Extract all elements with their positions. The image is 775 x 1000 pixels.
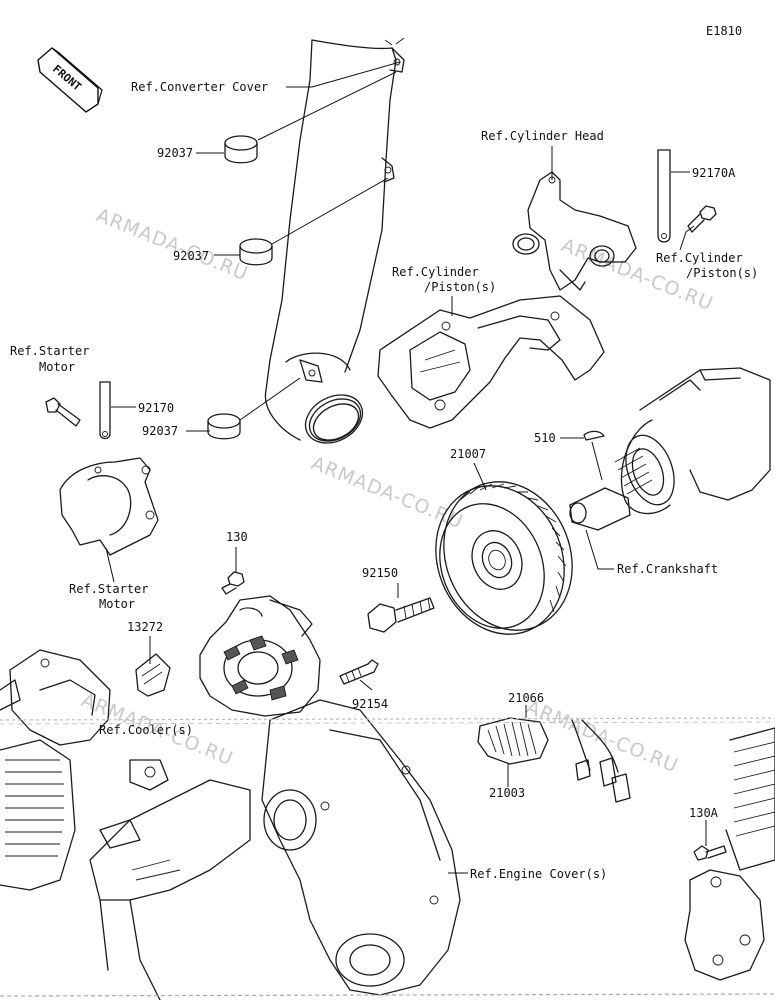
label-21066: 21066 (508, 691, 544, 705)
woodruff-key-510 (583, 430, 605, 441)
crankshaft (569, 367, 771, 531)
bolt-92154 (339, 659, 379, 685)
bolt-130 (221, 571, 245, 595)
label-21003: 21003 (489, 786, 525, 800)
label-13272: 13272 (127, 620, 163, 634)
bracket-13272 (135, 653, 171, 697)
stator-assembly (199, 595, 321, 717)
label-ref-crankshaft: Ref.Crankshaft (617, 562, 718, 576)
bolt-starter (45, 397, 81, 427)
wire-harness-21066 (571, 719, 631, 803)
label-ref-engine-covers: Ref.Engine Cover(s) (470, 867, 607, 881)
label-ref-starter-top-1: Ref.Starter (10, 344, 89, 358)
flywheel-teeth (459, 483, 567, 613)
label-510: 510 (534, 431, 556, 445)
bolt-130A (693, 845, 727, 861)
cylinder-piston-cover (377, 295, 605, 429)
label-92150: 92150 (362, 566, 398, 580)
label-ref-cylinder-mid-2: /Piston(s) (424, 280, 496, 294)
cooler-fins (0, 739, 76, 891)
ring-92037-low (207, 413, 241, 440)
starter-motor (59, 457, 159, 556)
label-92037-low: 92037 (142, 424, 178, 438)
watermark-text: ARMADA-CO.RU (308, 452, 466, 533)
part-labels: Ref.Converter Cover 92037 92037 92037 Re… (10, 80, 758, 881)
converter-cover-duct (264, 37, 405, 444)
label-130: 130 (226, 530, 248, 544)
ring-92037-mid (239, 238, 273, 266)
strap-92170 (99, 381, 111, 440)
label-21007: 21007 (450, 447, 486, 461)
diagram-code: E1810 (706, 24, 742, 38)
stator-21003 (477, 717, 549, 765)
label-ref-converter-cover: Ref.Converter Cover (131, 80, 268, 94)
ring-92037-top (224, 135, 258, 164)
bolt-92150 (367, 597, 435, 633)
label-ref-cylinder-right-1: Ref.Cylinder (656, 251, 743, 265)
bolt-cylinder-right (687, 205, 717, 233)
flywheel-21007 (435, 481, 573, 635)
label-92170: 92170 (138, 401, 174, 415)
cooler-frame (89, 759, 251, 1000)
label-ref-cylinder-right-2: /Piston(s) (686, 266, 758, 280)
leader-lines (105, 61, 707, 874)
label-ref-cylinder-head: Ref.Cylinder Head (481, 129, 604, 143)
cylinder-fins-right (725, 727, 775, 871)
label-92037-top: 92037 (157, 146, 193, 160)
stator-coils (223, 635, 299, 701)
label-92170A: 92170A (692, 166, 736, 180)
label-ref-starter-top-2: Motor (39, 360, 75, 374)
watermark-text: ARMADA-CO.RU (93, 204, 251, 285)
label-92037-mid: 92037 (173, 249, 209, 263)
label-ref-starter-bot-1: Ref.Starter (69, 582, 148, 596)
engine-cover (261, 699, 461, 996)
label-130A: 130A (689, 806, 719, 820)
crank-gear-teeth (614, 447, 653, 495)
strap-92170A (657, 149, 671, 243)
scan-artifact (0, 717, 775, 997)
label-ref-cylinder-mid-1: Ref.Cylinder (392, 265, 479, 279)
cylinder-head-intake (512, 171, 637, 291)
engine-mount-right (684, 869, 765, 981)
label-ref-starter-bot-2: Motor (99, 597, 135, 611)
watermark-layer: ARMADA-CO.RU ARMADA-CO.RU ARMADA-CO.RU A… (78, 204, 716, 777)
label-ref-cooler: Ref.Cooler(s) (99, 723, 193, 737)
front-arrow-icon: FRONT (37, 47, 103, 113)
label-92154: 92154 (352, 697, 388, 711)
